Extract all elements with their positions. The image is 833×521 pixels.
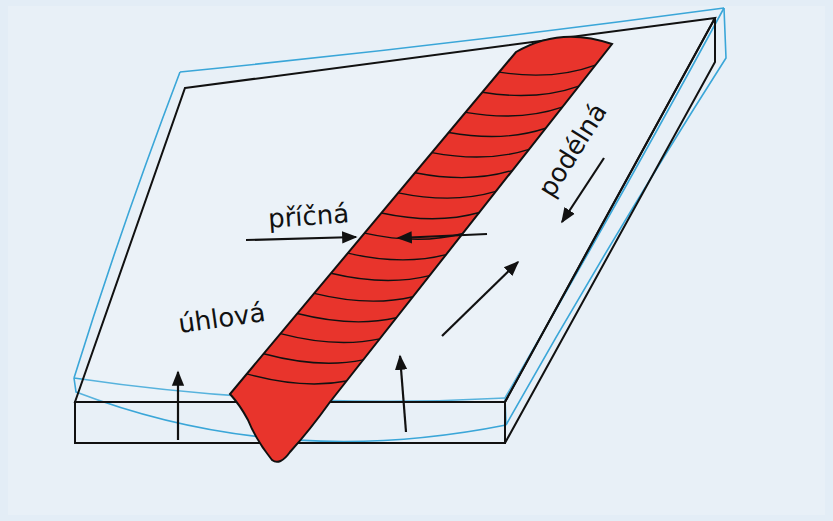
- weld-ripple: [482, 86, 578, 95]
- weld-ripple: [314, 293, 413, 301]
- weld-ripple: [331, 273, 430, 280]
- weld-ripple: [449, 128, 546, 136]
- weld-ripple: [297, 314, 396, 322]
- weld-bead: [230, 37, 612, 462]
- weld-ripple: [247, 374, 347, 384]
- weld-ripple: [264, 354, 364, 363]
- weld-ripple: [280, 334, 379, 343]
- weld-ripple: [348, 253, 446, 260]
- weld-ripple: [432, 149, 529, 157]
- distortion-label: příčná: [268, 200, 351, 232]
- weld-ripple: [415, 170, 512, 177]
- weld-ripple: [398, 191, 496, 198]
- weld-ripple: [381, 212, 479, 218]
- page-ground: [8, 6, 825, 515]
- shrinkage-arrows: [178, 158, 604, 440]
- weld-ripple: [499, 65, 595, 75]
- weld-ripple: [466, 107, 563, 116]
